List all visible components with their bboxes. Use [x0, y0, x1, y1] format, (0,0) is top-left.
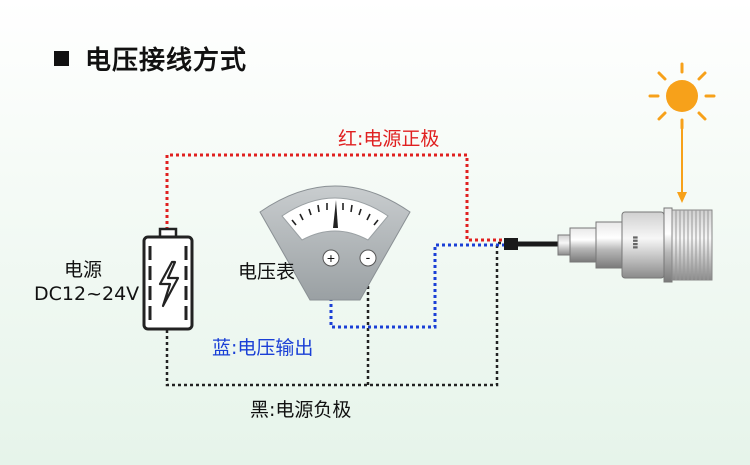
page-title-group: 电压接线方式: [54, 40, 247, 77]
blue-wire-label: 蓝:电压输出: [212, 337, 314, 359]
black-wire-label: 黑:电源负极: [250, 399, 352, 421]
power-label: 电源: [64, 259, 103, 281]
blue-wire: [329, 243, 515, 329]
voltmeter-label: 电压表: [238, 261, 296, 283]
title-bullet-icon: [54, 51, 69, 66]
battery-lightning-icon: [142, 227, 194, 331]
page-title: 电压接线方式: [85, 46, 248, 76]
svg-text:▮▮▮▮: ▮▮▮▮: [632, 236, 639, 249]
voltmeter-icon: + -: [259, 185, 411, 301]
red-wire: [165, 153, 515, 242]
meter-plus-terminal: +: [327, 250, 335, 266]
sun-icon: [648, 62, 716, 203]
red-wire-label: 红:电源正极: [338, 128, 440, 150]
power-voltage-label: DC12~24V: [34, 283, 140, 305]
pressure-sensor-image: ▮▮▮▮: [557, 207, 713, 283]
meter-minus-terminal: -: [366, 249, 371, 265]
sensor-cable: [504, 238, 560, 250]
black-wire-battery: [165, 241, 515, 387]
